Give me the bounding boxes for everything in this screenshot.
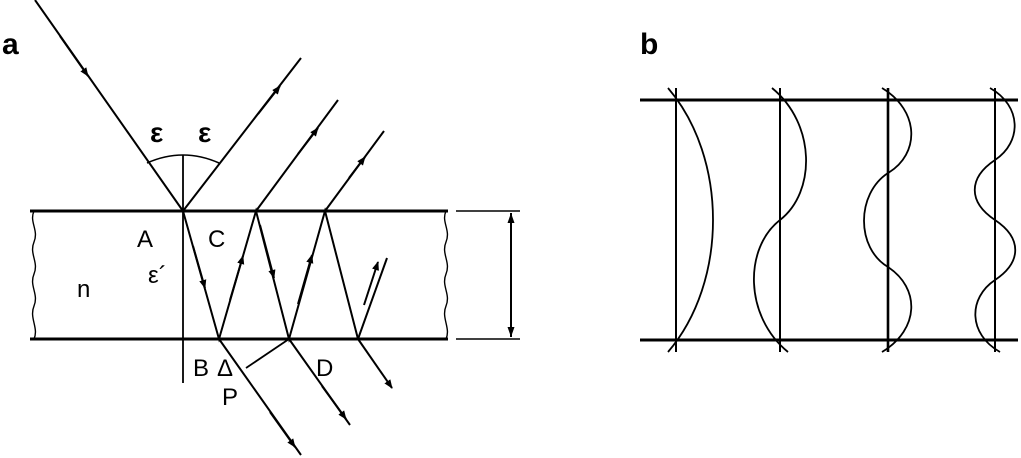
angle-epsilon-right-label: ε: [198, 117, 211, 148]
film-left-break-edge: [31, 210, 37, 340]
panel-b: [640, 87, 1018, 353]
transmitted-top-ray-C: [255, 99, 339, 212]
panel-a-label: a: [2, 28, 19, 61]
zigzag-arrow-1: [192, 245, 207, 289]
incident-arrow: [59, 35, 89, 77]
transmitted-bottom-ray-3: [357, 338, 393, 389]
standing-wave-mode-4: [973, 87, 1017, 353]
angle-arc: [146, 154, 220, 164]
standing-wave-mode-3: [863, 87, 913, 353]
standing-wave-mode-1: [667, 87, 714, 353]
panel-a: [30, 0, 520, 456]
film-right-break-edge: [443, 210, 449, 340]
panel-b-label: b: [640, 28, 658, 61]
reflected-ray-A: [182, 57, 302, 212]
point-P-label: P: [222, 384, 238, 411]
transmitted-top-arrow-2: [348, 156, 366, 179]
path-difference-perpendicular: [245, 338, 290, 369]
incident-ray: [34, 0, 184, 212]
delta-label: Δ: [217, 355, 233, 382]
standing-wave-mode-2: [753, 87, 807, 353]
transmitted-bottom-arrow-B: [269, 411, 296, 448]
reflected-arrow-A: [257, 85, 281, 115]
zigzag-arrow-4: [297, 254, 314, 305]
zigzag-arrow-3: [259, 224, 276, 279]
angle-epsilon-prime-label: ε´: [148, 262, 167, 289]
point-B-label: B: [193, 355, 209, 382]
zigzag-arrow-5: [363, 261, 379, 306]
zigzag-arrow-2: [229, 255, 245, 301]
angle-epsilon-left-label: ε: [150, 117, 163, 148]
point-C-label: C: [208, 226, 225, 253]
transmitted-top-arrow-C: [297, 127, 319, 155]
point-D-label: D: [316, 355, 333, 382]
point-A-label: A: [137, 226, 153, 253]
medium-n-label: n: [77, 276, 90, 303]
zigzag-segment-extra: [357, 257, 388, 340]
transmitted-bottom-arrow-D: [321, 385, 347, 420]
